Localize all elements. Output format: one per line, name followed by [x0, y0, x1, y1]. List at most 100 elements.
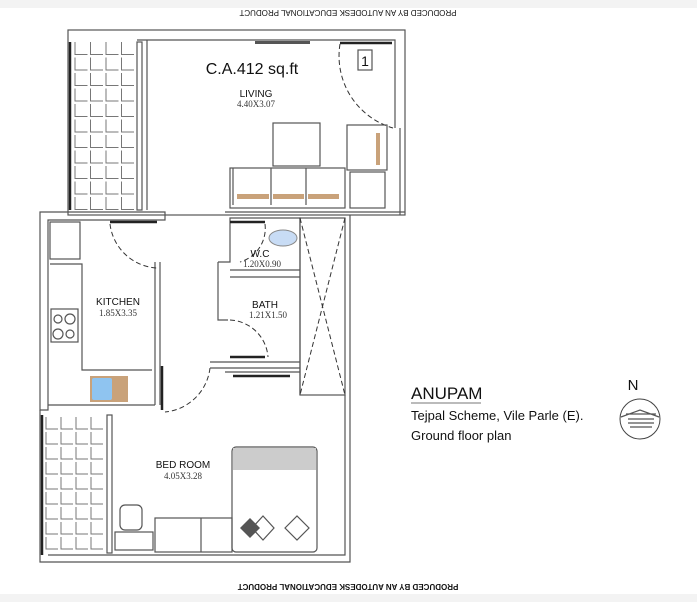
floor-tile [90, 492, 103, 505]
floor-tile [75, 462, 88, 475]
floor-tile [90, 447, 103, 460]
floor-tile [90, 417, 103, 430]
living-walls [67, 29, 406, 216]
floor-tile [121, 42, 134, 55]
project-address: Tejpal Scheme, Vile Parle (E). [411, 408, 583, 423]
floor-tile [74, 42, 88, 55]
floor-tile [74, 119, 88, 133]
room-size: 4.40X3.07 [237, 99, 275, 109]
watermark-top: PRODUCED BY AN AUTODESK EDUCATIONAL PROD… [239, 8, 456, 17]
floor-tile [60, 537, 73, 550]
floor-tile [121, 135, 134, 148]
floor-tile [74, 135, 88, 148]
floor-tile [105, 197, 119, 210]
floor-tile [45, 522, 58, 535]
floor-tile [90, 507, 103, 520]
kitchen-door-swing [109, 223, 158, 269]
room-name: BED ROOM [156, 460, 210, 471]
floor-tile [90, 150, 103, 164]
floor-tile [75, 432, 88, 445]
floor-tile [90, 42, 103, 55]
floor-tile [60, 492, 73, 505]
floor-tile [90, 197, 103, 210]
floor-tile [60, 522, 73, 535]
floor-tile [45, 507, 58, 520]
floor-tile [121, 88, 134, 102]
floor-tile [90, 522, 103, 535]
floor-tile [45, 462, 58, 475]
north-arrow-icon [619, 398, 661, 440]
floor-tile [121, 166, 134, 179]
floor-tile [90, 537, 103, 550]
wc-bath-walls [210, 211, 405, 396]
floor-tile [75, 507, 88, 520]
floor-tile [60, 432, 73, 445]
floor-tile [74, 181, 88, 195]
room-size: 1.85X3.35 [99, 308, 137, 318]
floor-tile [45, 417, 58, 430]
balcony-tiles-top [74, 42, 134, 210]
floor-tile [74, 166, 88, 179]
room-size: 4.05X3.28 [164, 471, 202, 481]
floor-tile [105, 104, 119, 117]
floor-tile [105, 166, 119, 179]
floor-tile [74, 197, 88, 210]
bath-door-swing [229, 319, 269, 358]
floor-tile [75, 447, 88, 460]
floor-tile [121, 181, 134, 195]
floor-tile [90, 432, 103, 445]
room-name: W.C [251, 249, 270, 260]
floor-tile [45, 447, 58, 460]
floor-tile [105, 150, 119, 164]
floor-tile [90, 88, 103, 102]
north-label: N [628, 377, 639, 394]
room-living: LIVING 4.40X3.07 [237, 89, 275, 109]
floor-tile [74, 88, 88, 102]
room-bedroom: BED ROOM 4.05X3.28 [156, 460, 210, 481]
floor-tile [121, 57, 134, 71]
room-name: LIVING [240, 89, 273, 100]
floor-tile [90, 477, 103, 490]
floor-tile [121, 197, 134, 210]
floor-tile [105, 181, 119, 195]
floor-tile [45, 537, 58, 550]
floor-tile [121, 73, 134, 86]
floor-tile [74, 150, 88, 164]
door-tag-box [357, 49, 373, 71]
top-border [0, 0, 697, 8]
floor-tile [75, 477, 88, 490]
project-name: ANUPAM [411, 384, 482, 403]
floor-tile [60, 507, 73, 520]
floor-tile [90, 119, 103, 133]
floor-tile [90, 73, 103, 86]
floor-tile [105, 42, 119, 55]
floor-tile [105, 135, 119, 148]
floor-tile [105, 73, 119, 86]
room-kitchen: KITCHEN 1.85X3.35 [96, 297, 140, 318]
bedroom-walls [39, 215, 351, 563]
floor-tile [74, 104, 88, 117]
kitchen-walls [39, 211, 166, 411]
floor-tile [90, 104, 103, 117]
floor-tile [74, 73, 88, 86]
room-size: 1.20X0.90 [243, 259, 281, 269]
watermark-bottom: PRODUCED BY AN AUTODESK EDUCATIONAL PROD… [238, 582, 459, 591]
floor-tile [121, 119, 134, 133]
living-furniture [229, 122, 388, 209]
floor-tile [45, 477, 58, 490]
floor-tile [75, 522, 88, 535]
room-wc: W.C 1.20X0.90 [243, 249, 281, 269]
floor-tile [105, 57, 119, 71]
carpet-area: C.A.412 sq.ft [206, 61, 299, 78]
floor-tile [121, 150, 134, 164]
floor-tile [75, 417, 88, 430]
room-name: KITCHEN [96, 297, 140, 308]
floor-tile [75, 492, 88, 505]
room-bath: BATH 1.21X1.50 [249, 300, 287, 320]
floor-tile [105, 119, 119, 133]
floor-tile [74, 57, 88, 71]
floor-tile [45, 492, 58, 505]
balcony-tiles-bottom [45, 417, 103, 550]
room-size: 1.21X1.50 [249, 310, 287, 320]
room-name: BATH [252, 300, 278, 311]
